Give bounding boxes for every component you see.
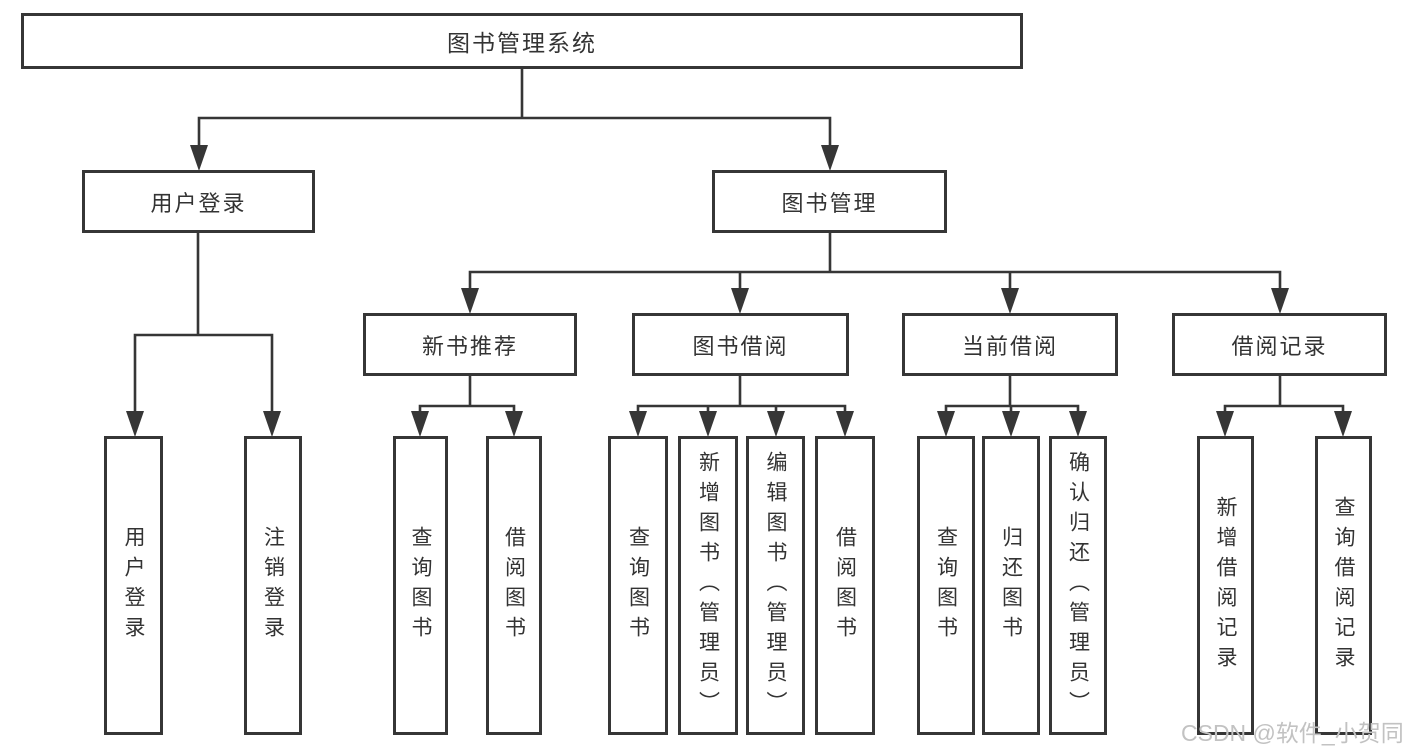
node-rec-borrow-books: 借阅图书 <box>486 436 542 735</box>
node-label: 图书管理系统 <box>447 30 597 56</box>
node-label: 查询图书 <box>626 525 650 646</box>
node-library-management-system: 图书管理系统 <box>21 13 1023 69</box>
node-user-login: 用户登录 <box>82 170 315 233</box>
arrow-down-icon <box>505 411 523 437</box>
node-label: 查询图书 <box>409 525 432 646</box>
arrow-down-icon <box>190 145 208 171</box>
watermark: CSDN @软件_小贺同学 <box>1181 720 1405 746</box>
node-bb-borrow-books: 借阅图书 <box>815 436 875 735</box>
arrow-down-icon <box>411 411 429 437</box>
node-new-book-recommendation: 新书推荐 <box>363 313 577 376</box>
arrow-down-icon <box>699 411 717 437</box>
arrow-down-icon <box>1271 288 1289 314</box>
arrow-down-icon <box>1216 411 1234 437</box>
arrow-down-icon <box>1069 411 1087 437</box>
node-bb-add-books-admin: 新增图书（管理员） <box>678 436 738 735</box>
node-label: 借阅图书 <box>833 525 857 646</box>
arrow-down-icon <box>126 411 144 437</box>
node-book-borrowing: 图书借阅 <box>632 313 849 376</box>
node-label: 借阅图书 <box>502 525 526 646</box>
arrow-down-icon <box>1334 411 1352 437</box>
node-label: 新增借阅记录 <box>1214 495 1237 676</box>
node-label: 编辑图书（管理员） <box>764 450 787 721</box>
node-br-add-record: 新增借阅记录 <box>1197 436 1254 735</box>
node-bb-edit-books-admin: 编辑图书（管理员） <box>746 436 805 735</box>
node-label: 当前借阅 <box>961 333 1058 359</box>
node-rec-query-books: 查询图书 <box>393 436 448 735</box>
node-label: 用户登录 <box>150 190 247 216</box>
arrow-down-icon <box>836 411 854 437</box>
node-leaf-user-login: 用户登录 <box>104 436 163 735</box>
node-current-borrowing: 当前借阅 <box>902 313 1118 376</box>
node-label: 查询借阅记录 <box>1332 495 1355 676</box>
node-label: 新书推荐 <box>421 333 518 359</box>
node-bb-query-books: 查询图书 <box>608 436 668 735</box>
node-label: 注销登录 <box>261 525 285 646</box>
connector-edges <box>133 67 1345 416</box>
arrow-down-icon <box>1001 288 1019 314</box>
node-borrowing-records: 借阅记录 <box>1172 313 1387 376</box>
node-cb-query-books: 查询图书 <box>917 436 975 735</box>
arrow-down-icon <box>461 288 479 314</box>
node-cb-confirm-return-admin: 确认归还（管理员） <box>1049 436 1107 735</box>
arrow-down-icon <box>263 411 281 437</box>
arrow-down-icon <box>731 288 749 314</box>
arrow-down-icon <box>937 411 955 437</box>
node-label: 归还图书 <box>999 525 1023 646</box>
arrow-down-icon <box>1002 411 1020 437</box>
node-label: 图书借阅 <box>692 333 789 359</box>
node-label: 图书管理 <box>781 190 878 216</box>
node-cb-return-books: 归还图书 <box>982 436 1040 735</box>
arrow-down-icons <box>126 145 1352 437</box>
node-label: 查询图书 <box>934 525 958 646</box>
node-label: 新增图书（管理员） <box>696 450 720 721</box>
node-book-management: 图书管理 <box>712 170 947 233</box>
node-label: 用户登录 <box>122 525 145 646</box>
node-leaf-logout: 注销登录 <box>244 436 302 735</box>
node-label: 借阅记录 <box>1231 333 1328 359</box>
arrow-down-icon <box>821 145 839 171</box>
arrow-down-icon <box>767 411 785 437</box>
node-label: 确认归还（管理员） <box>1066 450 1090 721</box>
arrow-down-icon <box>629 411 647 437</box>
node-br-query-record: 查询借阅记录 <box>1315 436 1372 735</box>
